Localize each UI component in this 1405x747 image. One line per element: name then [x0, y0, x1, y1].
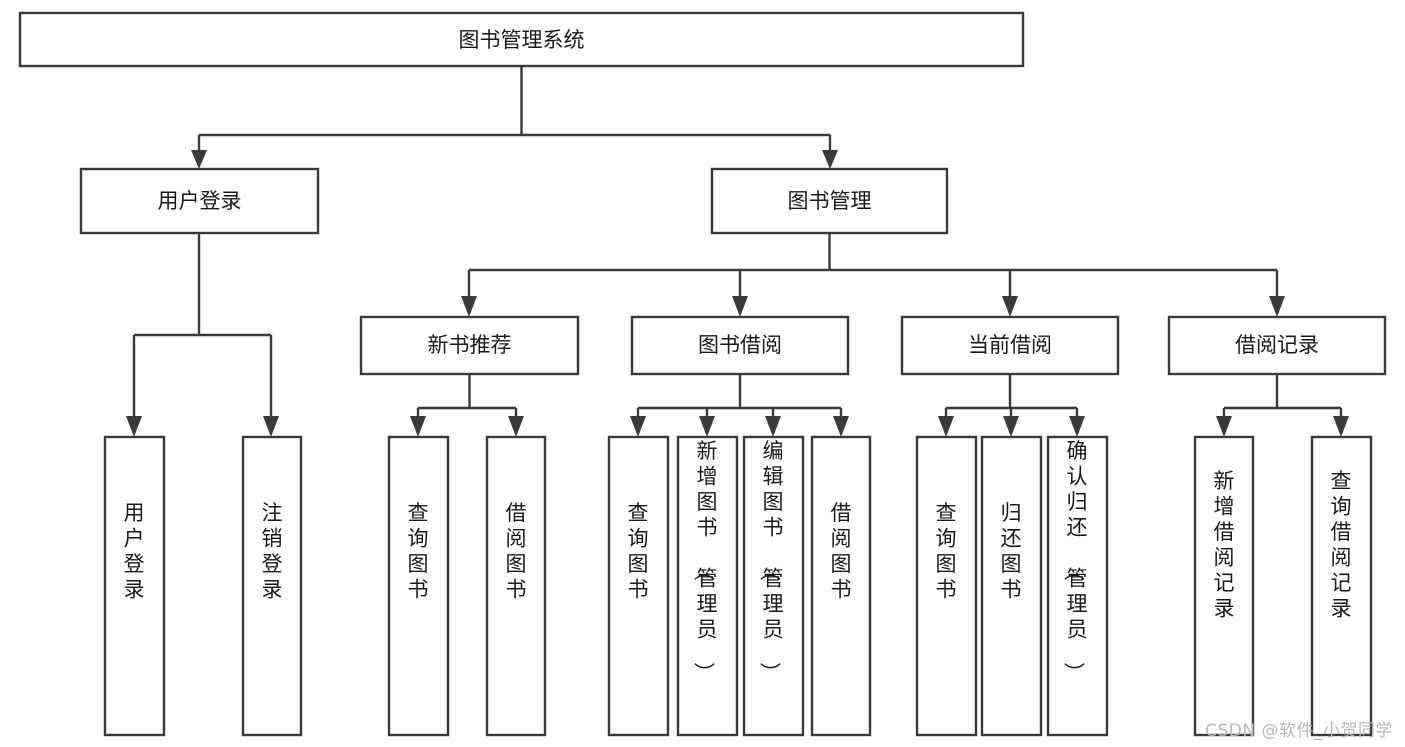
- arrow-head-icon: [833, 416, 849, 437]
- arrow-head-icon: [1069, 416, 1085, 437]
- leaf-query-record-box: [1310, 435, 1373, 737]
- arrow-head-icon: [191, 150, 207, 169]
- node-leaf-add-book[interactable]: 新增图书（管理员）: [676, 435, 739, 737]
- leaf-edit-book-box: [742, 435, 805, 737]
- connector-root-to-level1: [191, 66, 838, 169]
- node-leaf-confirm-return[interactable]: 确认归还（管理员）: [1046, 435, 1109, 737]
- connector-borrow-record-to-leaves: [1216, 374, 1349, 437]
- leaf-query-book-1-box: [387, 435, 450, 737]
- leaf-logout-label: 注销登录: [262, 501, 283, 602]
- arrow-head-icon: [699, 416, 715, 437]
- arrow-head-icon: [822, 150, 838, 169]
- node-leaf-borrow-book-2[interactable]: 借阅图书: [810, 435, 872, 737]
- root-label: 图书管理系统: [459, 28, 585, 52]
- connector-book-borrow-to-leaves: [630, 374, 849, 437]
- leaf-add-record-box: [1193, 435, 1255, 737]
- arrow-head-icon: [410, 416, 426, 437]
- node-leaf-edit-book[interactable]: 编辑图书（管理员）: [742, 435, 805, 737]
- leaf-logout-box: [241, 435, 303, 737]
- arrow-head-icon: [630, 416, 646, 437]
- connector-user-login-to-leaves: [126, 233, 279, 437]
- arrow-head-icon: [1216, 416, 1232, 437]
- new-book-recommend-label: 新书推荐: [428, 333, 512, 357]
- current-borrow-box: [900, 315, 1120, 376]
- connector-current-borrow-to-leaves: [938, 374, 1085, 437]
- new-book-recommend-box: [359, 315, 580, 376]
- arrow-head-icon: [765, 416, 781, 437]
- leaf-add-record-label: 新增借阅记录: [1214, 469, 1235, 621]
- leaf-confirm-return-label: 确认归还（管理员）: [1062, 439, 1088, 683]
- connector-book-manage-to-level2: [461, 233, 1285, 317]
- leaf-query-book-3-label: 查询图书: [936, 501, 957, 602]
- leaf-edit-book-label: 编辑图书（管理员）: [758, 439, 784, 683]
- node-book-manage[interactable]: 图书管理: [710, 167, 949, 235]
- node-leaf-query-book-1[interactable]: 查询图书: [387, 435, 450, 737]
- node-leaf-query-book-2[interactable]: 查询图书: [607, 435, 670, 737]
- node-leaf-return-book[interactable]: 归还图书: [980, 435, 1043, 737]
- current-borrow-label: 当前借阅: [968, 333, 1052, 357]
- borrow-record-label: 借阅记录: [1235, 333, 1319, 357]
- arrow-head-icon: [126, 416, 142, 437]
- leaf-borrow-book-1-label: 借阅图书: [506, 501, 527, 602]
- node-root[interactable]: 图书管理系统: [18, 11, 1025, 68]
- arrow-head-icon: [1003, 416, 1019, 437]
- node-leaf-query-book-3[interactable]: 查询图书: [915, 435, 978, 737]
- node-new-book-recommend[interactable]: 新书推荐: [359, 315, 580, 376]
- arrow-head-icon: [732, 296, 748, 317]
- arrow-head-icon: [1333, 416, 1349, 437]
- leaf-query-record-label: 查询借阅记录: [1331, 469, 1352, 621]
- book-borrow-label: 图书借阅: [698, 333, 782, 357]
- leaf-borrow-book-2-label: 借阅图书: [831, 501, 852, 602]
- csdn-watermark: CSDN @软件_小贺同学: [1205, 721, 1393, 741]
- leaf-user-login-label: 用户登录: [124, 501, 145, 602]
- leaf-query-book-2-label: 查询图书: [628, 501, 649, 602]
- arrow-head-icon: [938, 416, 954, 437]
- user-login-label: 用户登录: [158, 189, 242, 213]
- node-leaf-query-record[interactable]: 查询借阅记录: [1310, 435, 1373, 737]
- leaf-borrow-book-2-box: [810, 435, 872, 737]
- leaf-query-book-2-box: [607, 435, 670, 737]
- node-current-borrow[interactable]: 当前借阅: [900, 315, 1120, 376]
- leaf-add-book-label: 新增图书（管理员）: [692, 439, 718, 683]
- leaf-confirm-return-box: [1046, 435, 1109, 737]
- arrow-head-icon: [508, 416, 524, 437]
- leaf-query-book-1-label: 查询图书: [408, 501, 429, 602]
- leaf-user-login-box: [103, 435, 166, 737]
- node-leaf-user-login[interactable]: 用户登录: [103, 435, 166, 737]
- leaf-query-book-3-box: [915, 435, 978, 737]
- leaf-return-book-box: [980, 435, 1043, 737]
- leaf-borrow-book-1-box: [485, 435, 547, 737]
- node-book-borrow[interactable]: 图书借阅: [630, 315, 850, 376]
- user-login-box: [79, 167, 320, 235]
- node-leaf-add-record[interactable]: 新增借阅记录: [1193, 435, 1255, 737]
- node-leaf-borrow-book-1[interactable]: 借阅图书: [485, 435, 547, 737]
- node-leaf-logout[interactable]: 注销登录: [241, 435, 303, 737]
- connector-new-book-recommend-to-leaves: [410, 374, 524, 437]
- arrow-head-icon: [263, 416, 279, 437]
- node-borrow-record[interactable]: 借阅记录: [1167, 315, 1387, 376]
- root-box: [18, 11, 1025, 68]
- leaf-add-book-box: [676, 435, 739, 737]
- arrow-head-icon: [1002, 296, 1018, 317]
- leaf-return-book-label: 归还图书: [1001, 501, 1022, 602]
- book-manage-label: 图书管理: [788, 189, 872, 213]
- arrow-head-icon: [461, 296, 477, 317]
- arrow-head-icon: [1269, 296, 1285, 317]
- node-user-login[interactable]: 用户登录: [79, 167, 320, 235]
